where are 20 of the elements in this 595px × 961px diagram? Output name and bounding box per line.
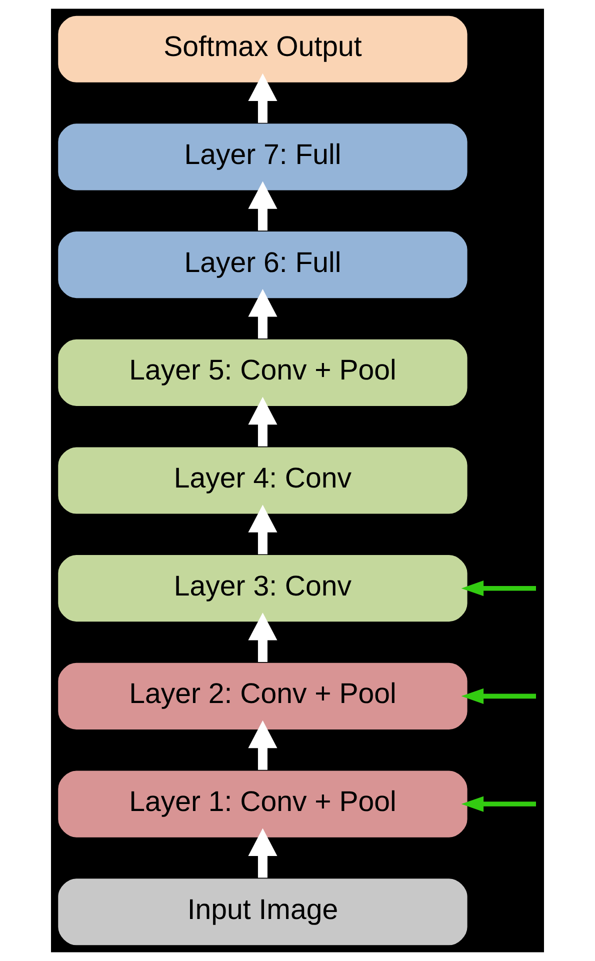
- node-box: Layer 3: Conv: [56, 553, 469, 624]
- arrow: [461, 580, 536, 596]
- arrow: [248, 828, 278, 878]
- arrow: [248, 504, 278, 554]
- arrow: [461, 796, 536, 812]
- arrow: [248, 720, 278, 770]
- arrow: [248, 396, 278, 446]
- arrow: [248, 181, 278, 231]
- node-box: Softmax Output: [56, 14, 469, 84]
- node-box: Layer 6: Full: [56, 230, 469, 300]
- arrow: [461, 688, 536, 704]
- node-box: Layer 1: Conv + Pool: [56, 769, 469, 839]
- node-box: Layer 2: Conv + Pool: [56, 661, 469, 732]
- arrow: [248, 73, 278, 123]
- arrow: [248, 612, 278, 662]
- arrow: [248, 289, 278, 339]
- node-box: Input Image: [56, 876, 469, 947]
- node-box: Layer 7: Full: [56, 122, 469, 192]
- node-box: Layer 5: Conv + Pool: [56, 338, 469, 408]
- node-box: Layer 4: Conv: [56, 446, 469, 516]
